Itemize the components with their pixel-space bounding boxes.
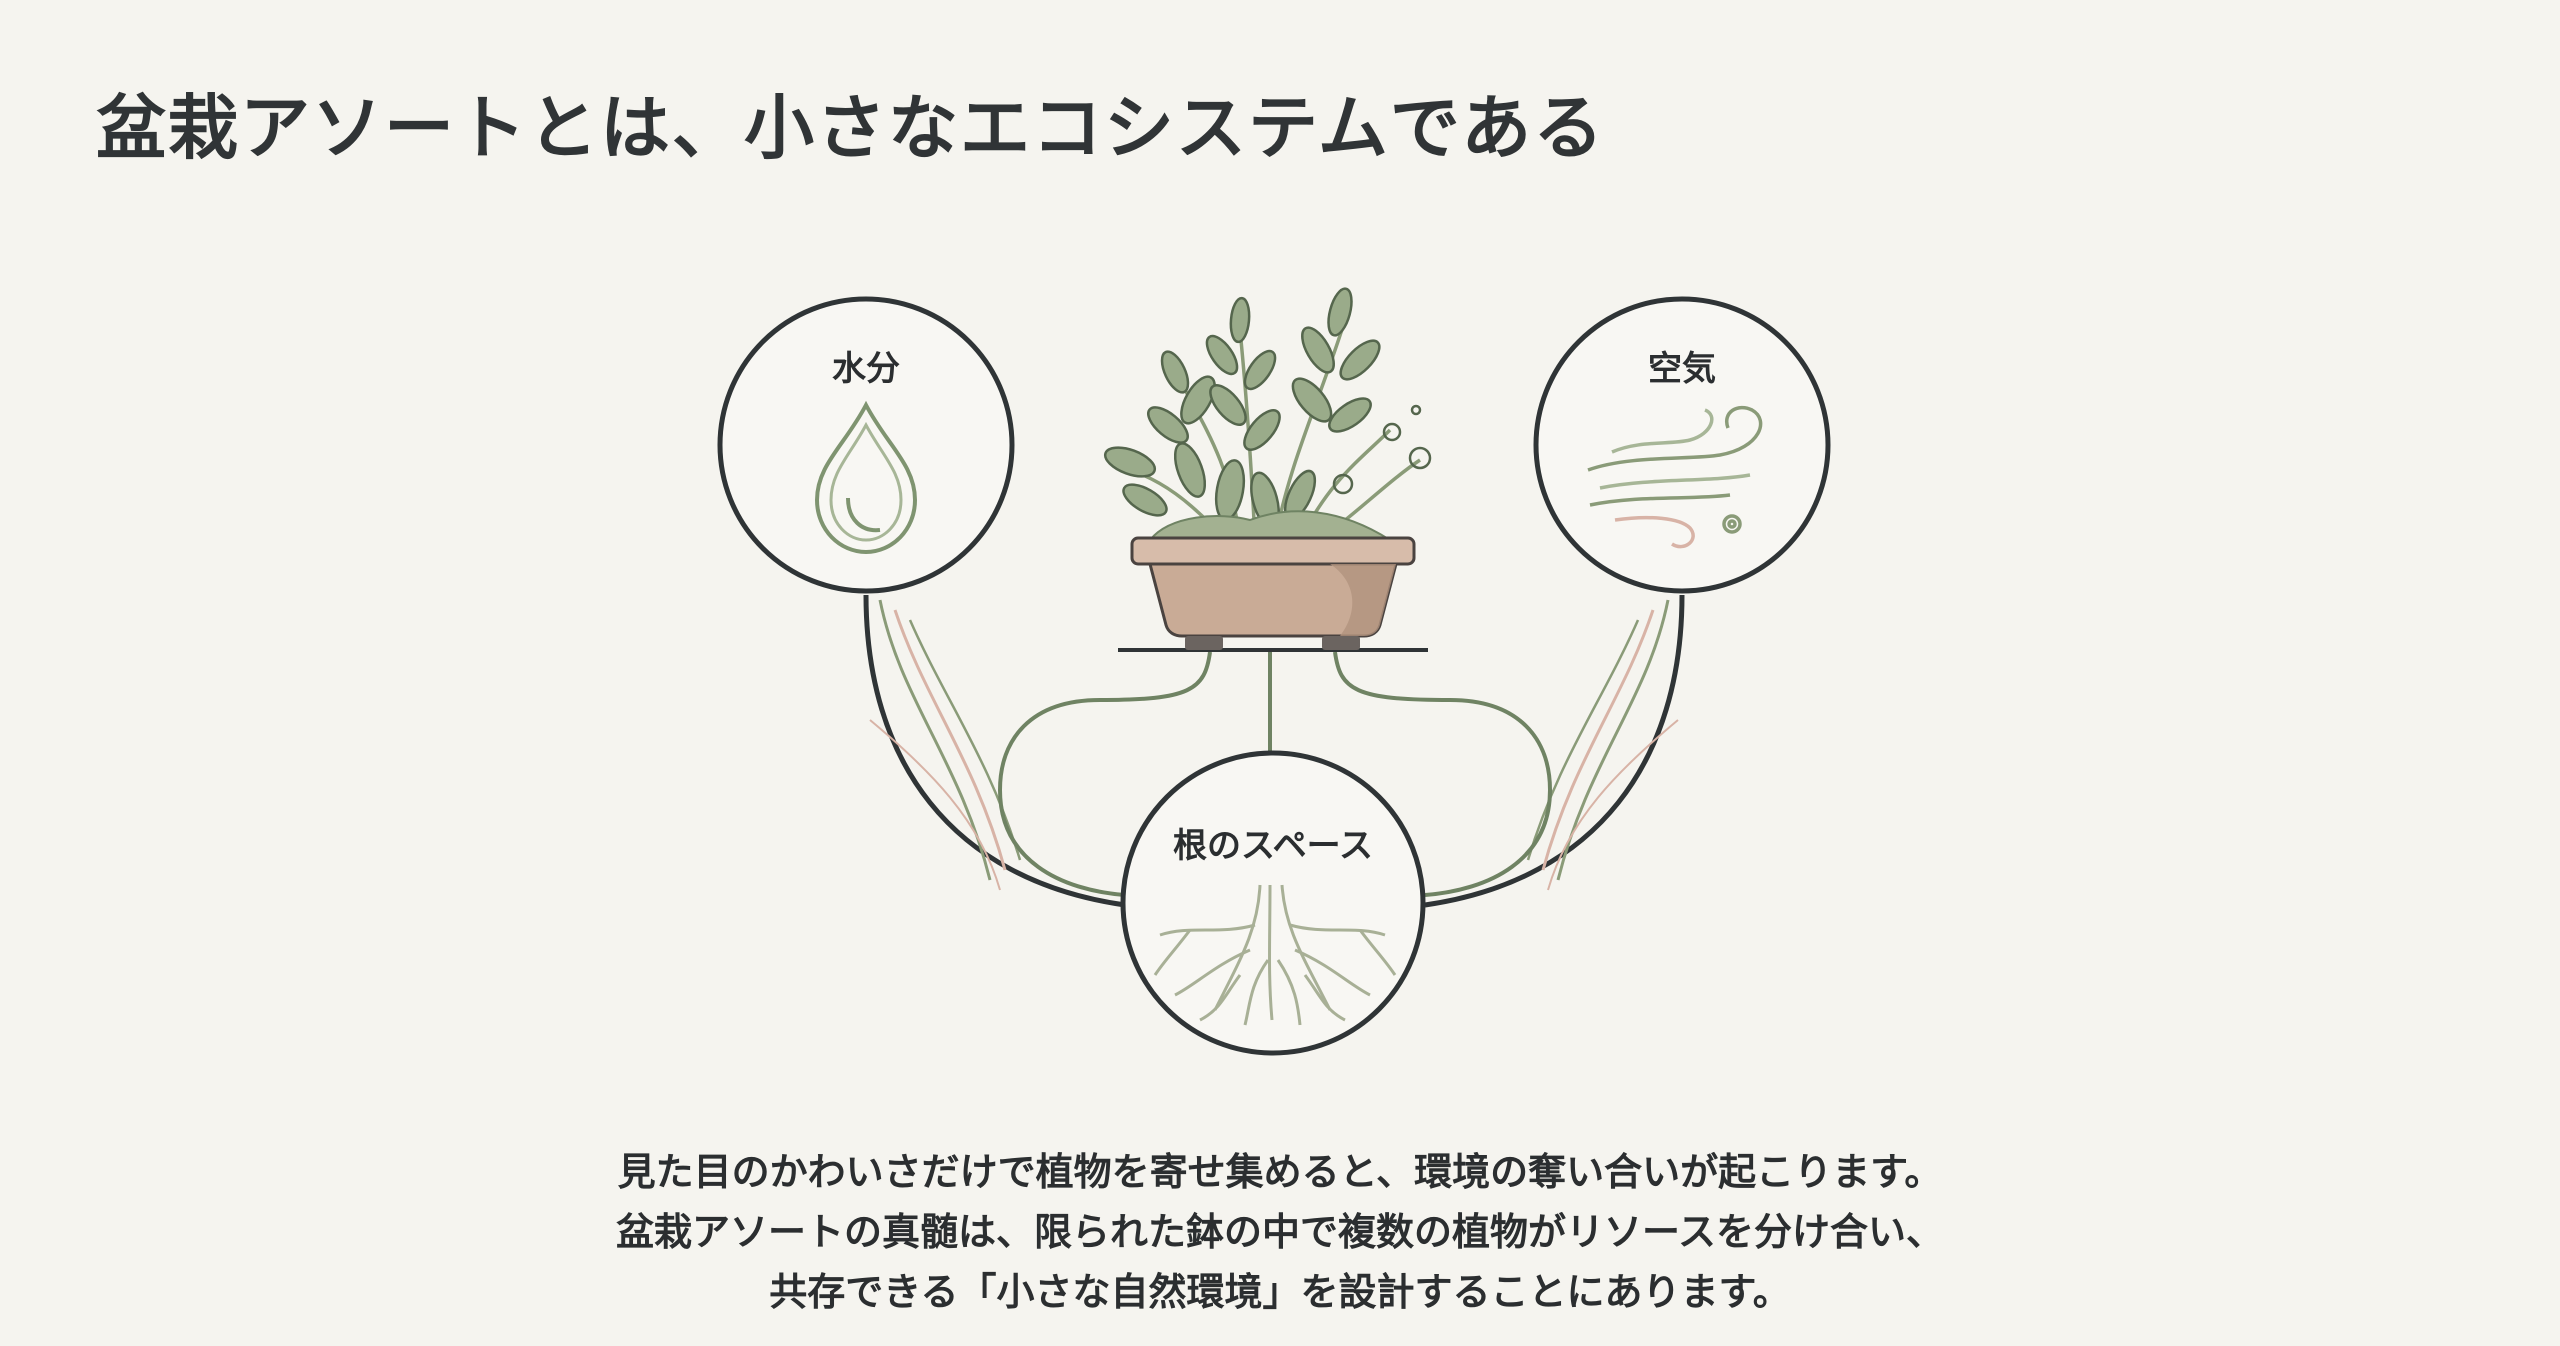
node-roots-label: 根のスペース xyxy=(1173,826,1373,866)
description: 見た目のかわいさだけで植物を寄せ集めると、環境の奪い合いが起こります。 盆栽アソ… xyxy=(380,1142,2180,1322)
node-water: 水分 xyxy=(717,296,1015,594)
wind-icon xyxy=(1587,405,1763,549)
node-air: 空気 xyxy=(1533,296,1831,594)
bonsai-pot-icon xyxy=(1103,287,1432,650)
flow-lines-right xyxy=(1526,599,1679,891)
water-drop-icon xyxy=(814,400,918,555)
node-air-label: 空気 xyxy=(1648,349,1716,389)
description-line-1: 見た目のかわいさだけで植物を寄せ集めると、環境の奪い合いが起こります。 xyxy=(617,1149,1943,1194)
connector-lines xyxy=(997,651,1553,897)
description-line-3: 共存できる「小さな自然環境」を設計することにあります。 xyxy=(769,1269,1791,1314)
flow-lines-left xyxy=(869,599,1022,891)
node-roots: 根のスペース xyxy=(1120,750,1426,1056)
outer-arc xyxy=(1424,594,1685,908)
outer-arc xyxy=(863,594,1126,908)
roots-icon xyxy=(1153,884,1397,1026)
node-water-label: 水分 xyxy=(832,349,900,389)
description-line-2: 盆栽アソートの真髄は、限られた鉢の中で複数の植物がリソースを分け合い、 xyxy=(615,1209,1945,1254)
page-title: 盆栽アソートとは、小さなエコシステムである xyxy=(96,86,1606,169)
